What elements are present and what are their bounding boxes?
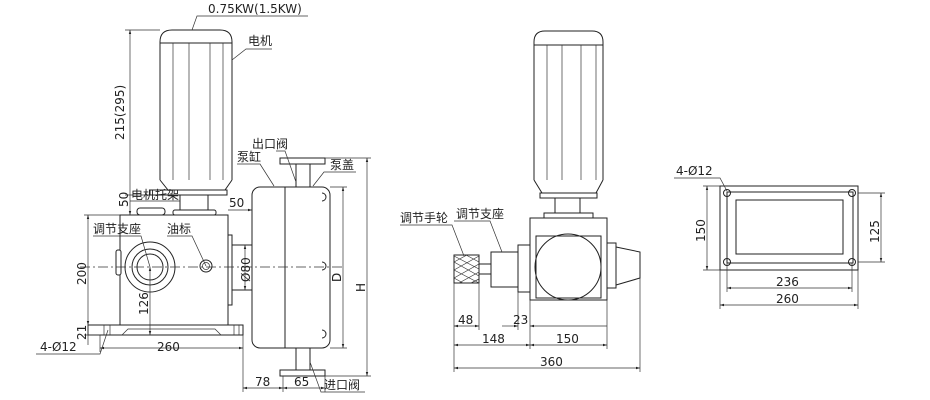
valve-dim: 65 [294, 375, 309, 389]
bolt-hole [723, 189, 731, 197]
bracket-pad [136, 207, 166, 216]
pump-cover-label: 泵盖 [330, 158, 354, 172]
oil-gauge-label: 油标 [167, 222, 191, 236]
motor-bracket-label: 电机托架 [131, 188, 179, 202]
inlet-valve [295, 347, 311, 371]
bolt-holes-label: 4-Ø12 [40, 340, 77, 354]
H-label: H [354, 283, 368, 292]
motor-label: 电机 [248, 34, 272, 48]
adjust-seat [478, 244, 531, 293]
base-length-dim: 260 [157, 340, 180, 354]
base-plate [87, 324, 244, 336]
bracket-height-dim: 50 [117, 192, 131, 207]
dim-150: 150 [694, 219, 708, 242]
dimensions-front [400, 220, 641, 372]
dim-125: 125 [868, 220, 882, 243]
bolt-holes-label: 4-Ø12 [676, 164, 713, 178]
gap-dim: 50 [229, 196, 244, 210]
outlet-valve [295, 162, 311, 188]
bolt-hole [848, 189, 856, 197]
flange-dia-dim: Ø80 [239, 257, 253, 282]
front-view: 调节手轮 调节支座 48 23 148 150 360 [400, 30, 641, 372]
inlet-valve-label: 进口阀 [324, 378, 360, 392]
leaders-side [36, 15, 365, 393]
height-dim: 200 [75, 262, 89, 285]
dim-23: 23 [513, 313, 528, 327]
dim-260: 260 [776, 292, 799, 306]
base-thickness-dim: 21 [75, 325, 89, 340]
adjust-seat-label: 调节支座 [456, 206, 504, 221]
oil-gauge-icon [199, 259, 213, 273]
outlet-flange [279, 157, 326, 165]
shaft-height-dim: 126 [137, 292, 151, 315]
outlet-valve-label: 出口阀 [252, 137, 288, 151]
pump-cylinder-label: 泵缸 [237, 149, 261, 164]
dim-148: 148 [482, 332, 505, 346]
offset-dim: 78 [255, 375, 270, 389]
adjust-seat-label: 调节支座 [93, 221, 141, 236]
pump-head [251, 157, 331, 377]
dim-236: 236 [776, 275, 799, 289]
dimensions-base [674, 177, 885, 309]
side-view: 0.75KW(1.5KW) 电机 215(295) 电机托架 50 50 出口阀… [36, 2, 371, 393]
gearbox [529, 217, 641, 301]
motor [533, 30, 604, 219]
motor-height-dim: 215(295) [113, 85, 127, 140]
power-label: 0.75KW(1.5KW) [208, 2, 302, 16]
inlet-flange [279, 369, 326, 377]
bracket-pad [172, 209, 217, 216]
D-label: D [330, 273, 344, 282]
base-view: 4-Ø12 150 125 236 260 [674, 164, 885, 309]
dim-48: 48 [458, 313, 473, 327]
dimensions-side [84, 29, 371, 392]
handwheel-label: 调节手轮 [400, 211, 448, 225]
motor [149, 29, 233, 214]
dim-360: 360 [540, 355, 563, 369]
handwheel-icon[interactable] [453, 254, 480, 284]
dim-150: 150 [556, 332, 579, 346]
